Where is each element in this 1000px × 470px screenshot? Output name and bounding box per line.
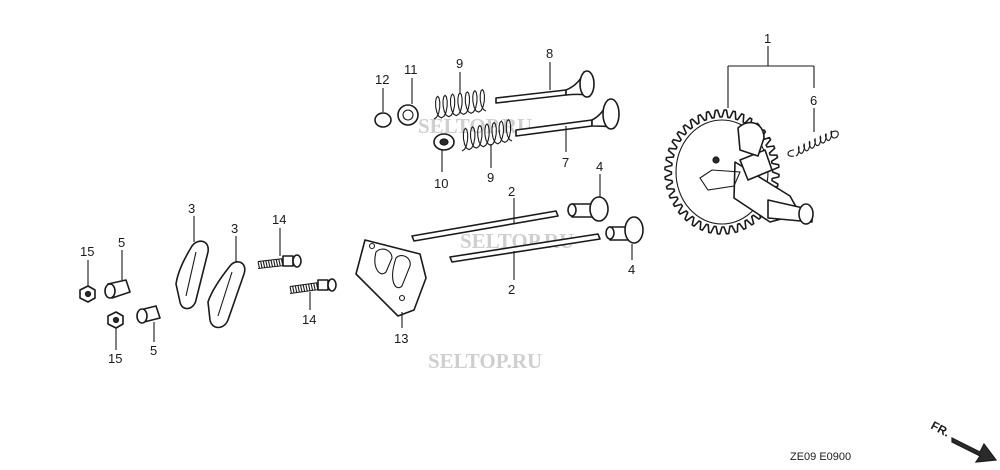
callout-6: 6: [810, 93, 817, 108]
spring-hook-right: [831, 130, 839, 139]
spring-retainer: [433, 133, 455, 151]
callout-12: 12: [375, 72, 389, 87]
spring-hook-left: [787, 149, 795, 157]
stud-collar-upper: [282, 255, 294, 267]
stud-collar-lower: [317, 279, 329, 291]
callout-4-lower: 4: [628, 262, 635, 277]
tappet-lower: [605, 216, 644, 244]
callout-4-upper: 4: [596, 159, 603, 174]
callout-15-lower: 15: [108, 351, 122, 366]
callout-10: 10: [434, 176, 448, 191]
nut-hole-upper: [84, 290, 92, 298]
intake-valve: [515, 98, 620, 137]
rocker-stud-upper: [257, 254, 302, 270]
tappet-head-upper: [589, 196, 609, 222]
decompressor-arm: [699, 169, 741, 191]
callout-7: 7: [562, 155, 569, 170]
stud-end-upper: [292, 254, 302, 268]
nut-hole-lower: [112, 316, 120, 324]
valve-cap: [374, 112, 392, 128]
cap-body: [374, 112, 392, 128]
push-rod-upper: [411, 210, 559, 242]
valve-spring-lower: [461, 118, 513, 152]
valve-head-lower: [602, 98, 620, 130]
callout-3-right: 3: [231, 221, 238, 236]
front-direction-indicator: FR.: [929, 418, 998, 463]
seal-inner: [402, 109, 414, 121]
push-rod-lower: [449, 233, 601, 263]
callout-13: 13: [394, 331, 408, 346]
stud-thread-upper: [257, 257, 287, 270]
rocker-arm-left: [175, 240, 209, 310]
callout-2-lower: 2: [508, 282, 515, 297]
callout-8: 8: [546, 46, 553, 61]
leader-1: [727, 46, 815, 108]
decompressor-weight: [737, 121, 765, 157]
valve-stem-upper: [495, 89, 567, 104]
rocker-pivot-upper: [104, 279, 131, 299]
direction-label: FR.: [929, 418, 953, 439]
pivot-nut-lower: [107, 311, 124, 329]
callout-11: 11: [404, 62, 418, 77]
spring-coil: [795, 130, 835, 157]
push-rod-body-lower: [449, 233, 601, 263]
rocker-arm-body-left: [175, 240, 209, 310]
decompressor-spring: [787, 130, 839, 157]
valve-head-upper: [579, 70, 595, 98]
rocker-stud-lower: [289, 278, 337, 295]
callout-15-upper: 15: [80, 244, 94, 259]
guide-slot-left: [374, 248, 393, 275]
gear-pin: [712, 156, 720, 164]
guide-plate-body: [355, 239, 427, 317]
watermark-bottom: SELTOP.RU: [428, 349, 542, 373]
callout-14-lower: 14: [302, 312, 316, 327]
front-arrow-icon: [951, 437, 998, 463]
exhaust-valve: [495, 70, 595, 104]
callout-5-lower: 5: [150, 343, 157, 358]
callout-9-upper: 9: [456, 56, 463, 71]
push-rod-body-upper: [411, 210, 559, 242]
guide-hole-top: [368, 242, 376, 250]
pivot-face-lower: [136, 308, 148, 324]
rocker-arm-right: [207, 261, 246, 329]
tappet-upper: [567, 196, 609, 222]
tappet-head-lower: [624, 216, 644, 244]
rocker-pivot-lower: [136, 305, 161, 324]
tappet-end-upper: [567, 203, 577, 217]
valve-spring-coil-lower: [461, 118, 513, 152]
camshaft-tip: [798, 203, 814, 225]
callout-2-upper: 2: [508, 184, 515, 199]
rocker-arm-edge-left: [185, 251, 197, 297]
rocker-arm-body-right: [207, 261, 246, 329]
drawing-code: ZE09 E0900: [790, 451, 851, 463]
callout-14-upper: 14: [272, 212, 286, 227]
leader-lines: [87, 46, 815, 350]
valve-stem-seal: [397, 104, 419, 126]
callout-9-lower: 9: [487, 170, 494, 185]
stud-end-lower: [327, 278, 337, 292]
seal-outer: [397, 104, 419, 126]
push-rod-guide-plate: [355, 239, 427, 317]
pivot-face-upper: [104, 283, 116, 299]
retainer-hole: [439, 138, 449, 146]
guide-slot-right: [392, 255, 411, 289]
callout-1: 1: [764, 31, 771, 46]
camshaft-gear: [664, 109, 814, 235]
callout-3-left: 3: [188, 201, 195, 216]
tappet-end-lower: [605, 226, 615, 240]
guide-hole-bottom: [398, 294, 406, 302]
stud-thread-lower: [289, 281, 322, 295]
pivot-nut-upper: [79, 285, 96, 303]
rocker-arm-edge-right: [217, 271, 233, 317]
callout-5-upper: 5: [118, 235, 125, 250]
callouts: 1 2 2 3 3 4 4 5 5 6 7 8 9 9 10 11 12 13 …: [80, 31, 817, 366]
